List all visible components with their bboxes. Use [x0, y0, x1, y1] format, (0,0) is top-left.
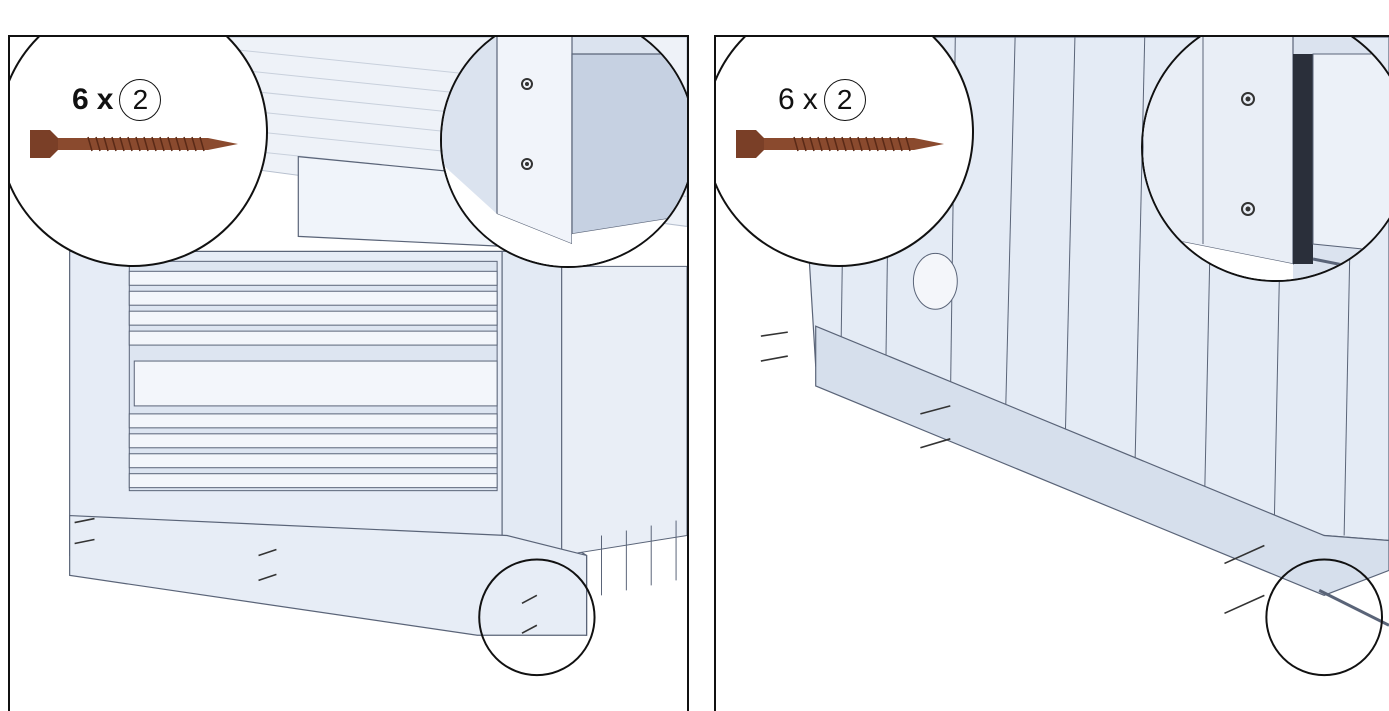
instruction-panel-left: 6 x 2	[8, 35, 689, 711]
multiply-sign: x	[803, 83, 818, 117]
quantity-number: 6	[72, 83, 89, 117]
quantity-label: 6 x 2	[72, 79, 161, 121]
instruction-panel-right: 6 x 2	[714, 35, 1389, 711]
vent	[913, 253, 957, 309]
quantity-label: 6 x 2	[778, 79, 866, 121]
part-number-badge: 2	[824, 79, 866, 121]
quantity-number: 6	[778, 83, 795, 117]
side-panel	[562, 266, 687, 555]
screw-icon	[734, 124, 954, 164]
part-number-badge: 2	[119, 79, 161, 121]
screw-icon	[28, 124, 248, 164]
shelf-slats	[129, 271, 497, 487]
multiply-sign: x	[97, 83, 114, 117]
